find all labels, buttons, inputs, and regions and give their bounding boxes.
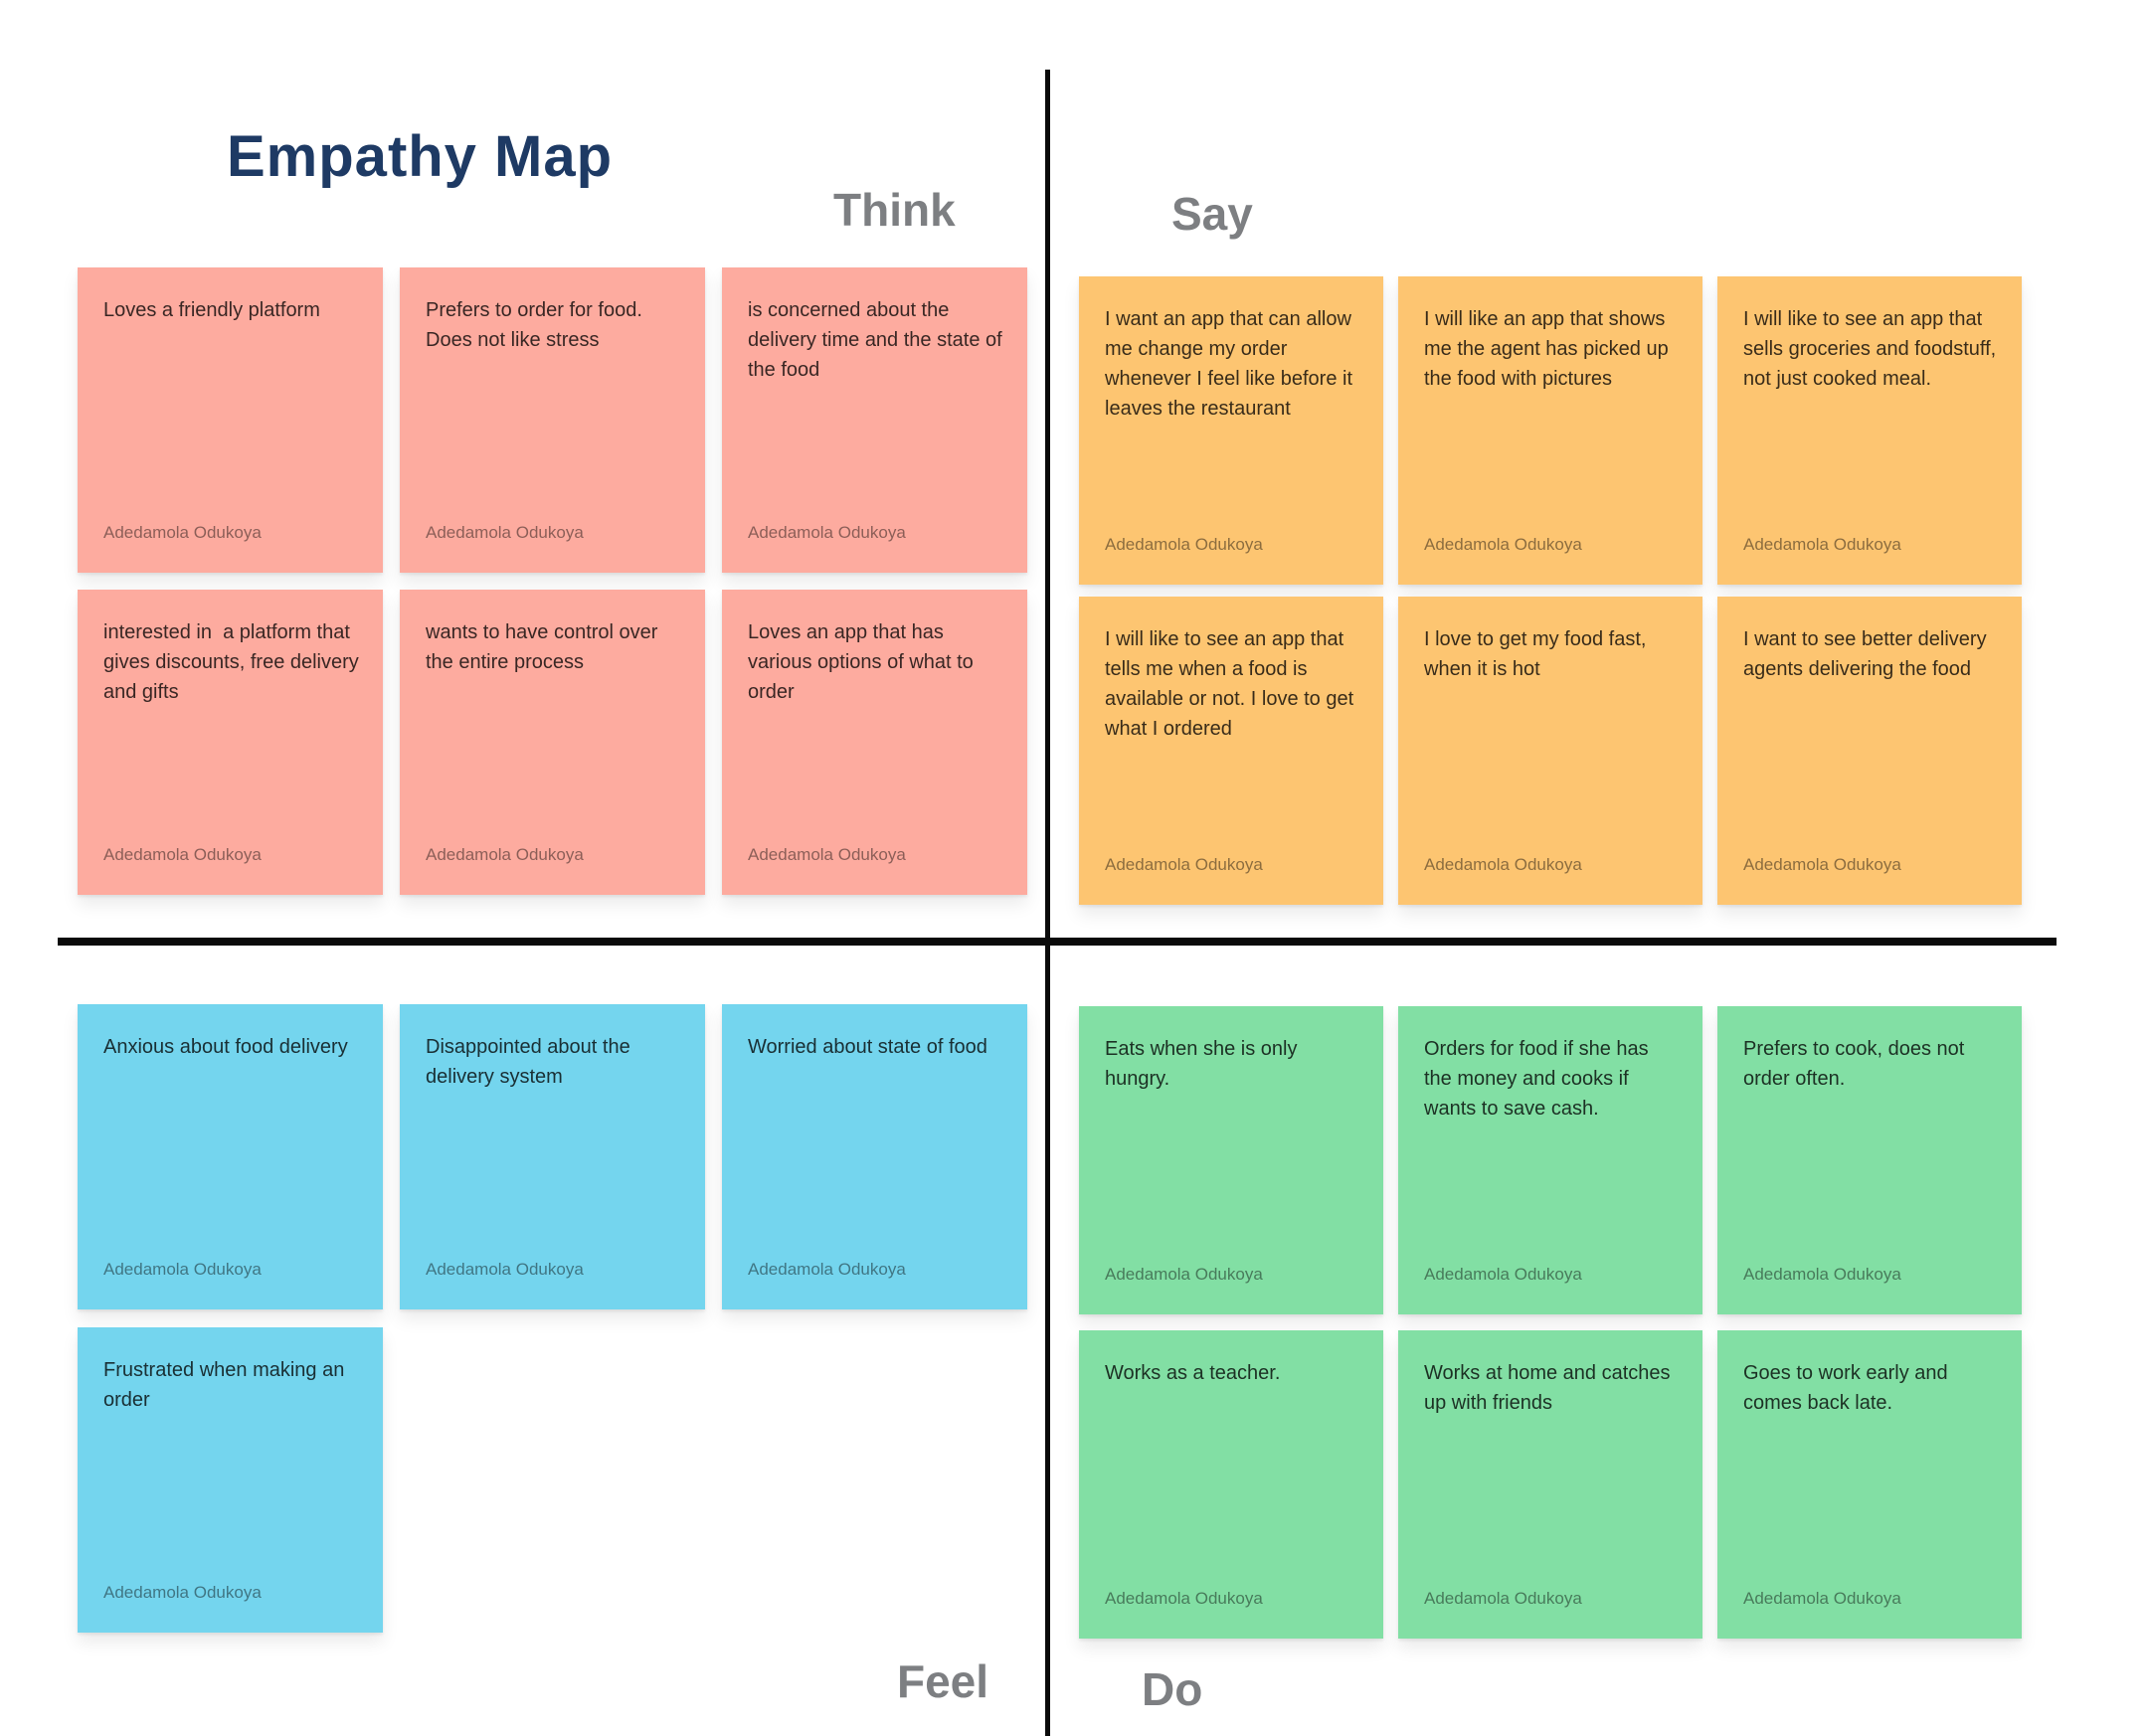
sticky-note-do-3[interactable]: Prefers to cook, does not order often. A…: [1717, 1006, 2022, 1314]
quadrant-label-say[interactable]: Say: [1171, 188, 1253, 240]
sticky-note-author: Adedamola Odukoya: [1105, 1589, 1263, 1608]
sticky-note-text: I want to see better delivery agents del…: [1743, 628, 1993, 680]
sticky-note-think-2[interactable]: Prefers to order for food. Does not like…: [400, 267, 705, 573]
sticky-note-author: Adedamola Odukoya: [426, 1260, 584, 1279]
quadrant-think: Loves a friendly platform Adedamola Oduk…: [78, 267, 1027, 895]
sticky-note-author: Adedamola Odukoya: [1424, 1589, 1582, 1608]
sticky-note-do-4[interactable]: Works as a teacher. Adedamola Odukoya: [1079, 1330, 1383, 1639]
sticky-note-feel-2[interactable]: Disappointed about the delivery system A…: [400, 1004, 705, 1309]
sticky-note-say-2[interactable]: I will like an app that shows me the age…: [1398, 276, 1702, 585]
sticky-note-text: Prefers to cook, does not order often.: [1743, 1038, 1970, 1090]
sticky-note-author: Adedamola Odukoya: [1743, 855, 1901, 874]
sticky-note-author: Adedamola Odukoya: [748, 523, 906, 542]
sticky-note-author: Adedamola Odukoya: [1424, 1265, 1582, 1284]
sticky-note-think-6[interactable]: Loves an app that has various options of…: [722, 590, 1027, 895]
quadrant-do: Eats when she is only hungry. Adedamola …: [1079, 1006, 2022, 1639]
sticky-note-text: Works at home and catches up with friend…: [1424, 1362, 1677, 1414]
sticky-note-text: Goes to work early and comes back late.: [1743, 1362, 1954, 1414]
vertical-divider-line: [1045, 70, 1050, 1736]
sticky-note-author: Adedamola Odukoya: [1743, 1265, 1901, 1284]
sticky-note-text: Works as a teacher.: [1105, 1362, 1281, 1384]
quadrant-label-feel[interactable]: Feel: [897, 1655, 989, 1707]
sticky-note-author: Adedamola Odukoya: [103, 845, 262, 864]
sticky-note-author: Adedamola Odukoya: [748, 1260, 906, 1279]
sticky-note-feel-4[interactable]: Frustrated when making an order Adedamol…: [78, 1327, 383, 1633]
sticky-note-text: I want an app that can allow me change m…: [1105, 308, 1358, 420]
sticky-note-say-4[interactable]: I will like to see an app that tells me …: [1079, 597, 1383, 905]
sticky-note-text: Orders for food if she has the money and…: [1424, 1038, 1655, 1120]
sticky-note-author: Adedamola Odukoya: [1424, 535, 1582, 554]
sticky-note-think-1[interactable]: Loves a friendly platform Adedamola Oduk…: [78, 267, 383, 573]
sticky-note-think-4[interactable]: interested in a platform that gives disc…: [78, 590, 383, 895]
sticky-note-text: Frustrated when making an order: [103, 1359, 350, 1411]
sticky-note-author: Adedamola Odukoya: [103, 523, 262, 542]
sticky-note-text: interested in a platform that gives disc…: [103, 621, 365, 703]
sticky-note-text: Loves an app that has various options of…: [748, 621, 980, 703]
quadrant-label-do[interactable]: Do: [1142, 1663, 1203, 1715]
sticky-note-text: Disappointed about the delivery system: [426, 1036, 636, 1088]
sticky-note-do-1[interactable]: Eats when she is only hungry. Adedamola …: [1079, 1006, 1383, 1314]
sticky-note-text: I will like to see an app that sells gro…: [1743, 308, 2002, 390]
sticky-note-think-3[interactable]: is concerned about the delivery time and…: [722, 267, 1027, 573]
sticky-note-think-5[interactable]: wants to have control over the entire pr…: [400, 590, 705, 895]
sticky-note-text: Worried about state of food: [748, 1036, 987, 1058]
quadrant-feel: Anxious about food delivery Adedamola Od…: [78, 1004, 1027, 1633]
sticky-note-author: Adedamola Odukoya: [426, 845, 584, 864]
sticky-note-say-5[interactable]: I love to get my food fast, when it is h…: [1398, 597, 1702, 905]
sticky-note-author: Adedamola Odukoya: [103, 1583, 262, 1602]
sticky-note-author: Adedamola Odukoya: [1105, 535, 1263, 554]
sticky-note-do-5[interactable]: Works at home and catches up with friend…: [1398, 1330, 1702, 1639]
sticky-note-do-6[interactable]: Goes to work early and comes back late. …: [1717, 1330, 2022, 1639]
quadrant-label-think[interactable]: Think: [833, 184, 956, 236]
sticky-note-text: wants to have control over the entire pr…: [426, 621, 664, 673]
sticky-note-feel-3[interactable]: Worried about state of food Adedamola Od…: [722, 1004, 1027, 1309]
sticky-note-say-1[interactable]: I want an app that can allow me change m…: [1079, 276, 1383, 585]
sticky-note-text: is concerned about the delivery time and…: [748, 299, 1008, 381]
sticky-note-text: Anxious about food delivery: [103, 1036, 348, 1058]
sticky-note-author: Adedamola Odukoya: [1743, 535, 1901, 554]
sticky-note-text: I will like to see an app that tells me …: [1105, 628, 1359, 740]
sticky-note-text: Loves a friendly platform: [103, 299, 320, 321]
sticky-note-say-3[interactable]: I will like to see an app that sells gro…: [1717, 276, 2022, 585]
sticky-note-do-2[interactable]: Orders for food if she has the money and…: [1398, 1006, 1702, 1314]
sticky-note-feel-1[interactable]: Anxious about food delivery Adedamola Od…: [78, 1004, 383, 1309]
sticky-note-author: Adedamola Odukoya: [103, 1260, 262, 1279]
quadrant-say: I want an app that can allow me change m…: [1079, 276, 2022, 905]
sticky-note-author: Adedamola Odukoya: [1743, 1589, 1901, 1608]
sticky-note-text: I love to get my food fast, when it is h…: [1424, 628, 1653, 680]
sticky-note-text: Prefers to order for food. Does not like…: [426, 299, 648, 351]
sticky-note-author: Adedamola Odukoya: [426, 523, 584, 542]
sticky-note-text: Eats when she is only hungry.: [1105, 1038, 1303, 1090]
sticky-note-author: Adedamola Odukoya: [1105, 855, 1263, 874]
sticky-note-author: Adedamola Odukoya: [1424, 855, 1582, 874]
page-title[interactable]: Empathy Map: [227, 124, 614, 189]
horizontal-divider-line: [58, 938, 2057, 946]
sticky-note-say-6[interactable]: I want to see better delivery agents del…: [1717, 597, 2022, 905]
sticky-note-author: Adedamola Odukoya: [1105, 1265, 1263, 1284]
sticky-note-text: I will like an app that shows me the age…: [1424, 308, 1675, 390]
sticky-note-author: Adedamola Odukoya: [748, 845, 906, 864]
